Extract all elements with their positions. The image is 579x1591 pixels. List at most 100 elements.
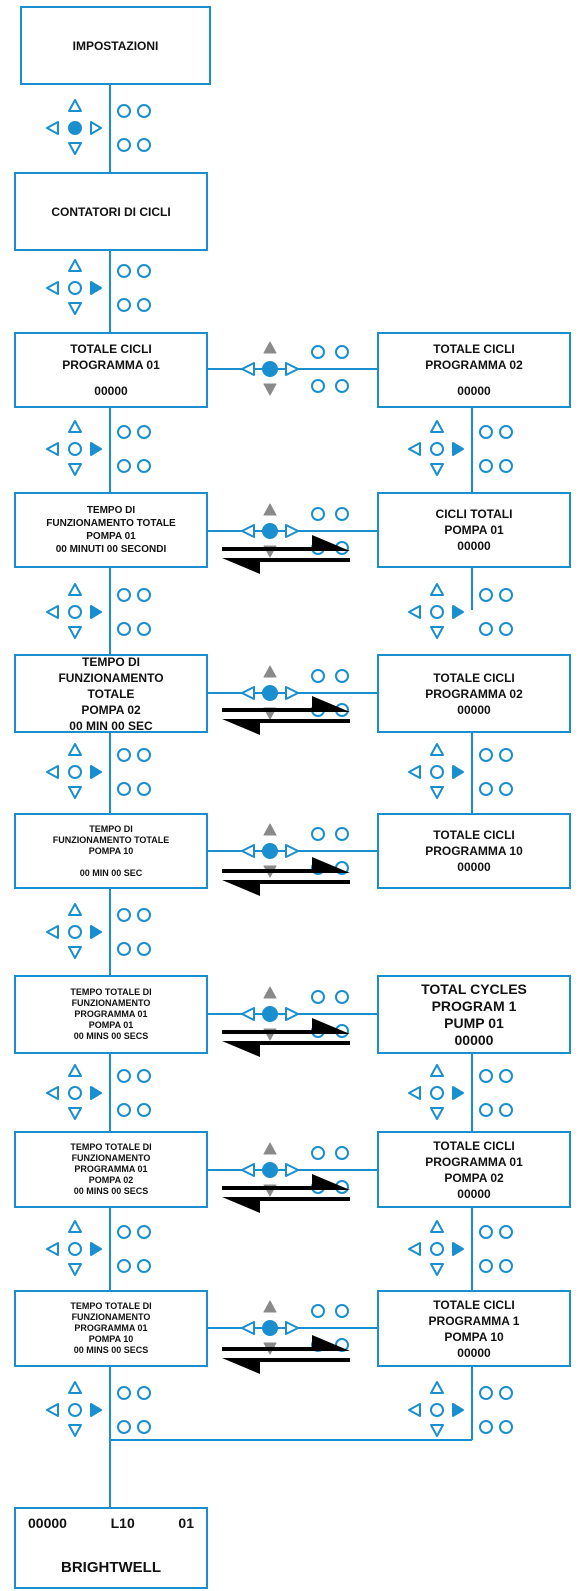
up-arrow-icon (263, 341, 277, 354)
function-button-icon (499, 1103, 513, 1117)
function-button-icon (137, 748, 151, 762)
function-button-icon (499, 1386, 513, 1400)
left-exchange-arrow-icon (222, 558, 350, 574)
down-arrow-icon (68, 626, 82, 639)
left-arrow-icon (46, 1086, 59, 1100)
function-button-icon (499, 1259, 513, 1273)
up-arrow-icon (430, 1220, 444, 1233)
brand-label: BRIGHTWELL (61, 1559, 161, 1576)
down-arrow-icon (430, 626, 444, 639)
function-button-icon (117, 104, 131, 118)
up-arrow-icon (263, 1142, 277, 1155)
right-arrow-icon (90, 1242, 102, 1256)
function-button-icon (137, 264, 151, 278)
up-arrow-icon (68, 1064, 82, 1077)
settings-text: IMPOSTAZIONI (72, 38, 159, 53)
center-button-icon (262, 843, 278, 859)
center-button-icon (430, 1242, 444, 1256)
function-button-icon (479, 425, 493, 439)
center-button-icon (262, 1006, 278, 1022)
function-button-icon (117, 298, 131, 312)
function-button-icon (137, 1225, 151, 1239)
left-arrow-icon (46, 442, 59, 456)
function-button-icon (117, 138, 131, 152)
left-arrow-icon (46, 605, 59, 619)
center-button-icon (430, 1086, 444, 1100)
box-text: TOTALE CICLI PROGRAMMA 02 00000 (425, 342, 523, 398)
function-button-icon (311, 990, 325, 1004)
settings-box: IMPOSTAZIONI (20, 6, 211, 85)
function-button-icon (117, 782, 131, 796)
box-text: TOTALE CICLI PROGRAMMA 01 00000 (62, 342, 160, 398)
total-cycles-program-02-alt-box: TOTALE CICLI PROGRAMMA 02 00000 (377, 654, 571, 733)
function-button-icon (137, 942, 151, 956)
right-arrow-icon (285, 686, 299, 700)
left-arrow-icon (46, 1242, 59, 1256)
up-arrow-icon (430, 420, 444, 433)
level-value: L10 (110, 1515, 135, 1531)
function-button-icon (311, 379, 325, 393)
right-arrow-icon (452, 1403, 464, 1417)
up-arrow-icon (68, 1220, 82, 1233)
up-arrow-icon (263, 823, 277, 836)
function-button-icon (479, 588, 493, 602)
up-arrow-icon (263, 986, 277, 999)
function-button-icon (117, 942, 131, 956)
function-button-icon (499, 782, 513, 796)
left-arrow-icon (241, 844, 255, 858)
function-button-icon (499, 748, 513, 762)
function-button-icon (117, 1069, 131, 1083)
function-button-icon (499, 622, 513, 636)
function-button-icon (479, 622, 493, 636)
function-button-icon (479, 459, 493, 473)
left-exchange-arrow-icon (222, 880, 350, 896)
center-button-icon (68, 1086, 82, 1100)
function-button-icon (479, 1069, 493, 1083)
function-button-icon (479, 1225, 493, 1239)
center-button-icon (430, 1403, 444, 1417)
down-arrow-icon (68, 142, 82, 155)
box-text: TEMPO TOTALE DI FUNZIONAMENTO PROGRAMMA … (70, 1301, 152, 1355)
up-arrow-icon (430, 1381, 444, 1394)
function-button-icon (335, 1304, 349, 1318)
right-exchange-arrow-icon (222, 857, 350, 873)
down-arrow-icon (430, 463, 444, 476)
function-button-icon (335, 345, 349, 359)
function-button-icon (479, 1420, 493, 1434)
function-button-icon (137, 459, 151, 473)
up-arrow-icon (68, 903, 82, 916)
center-button-icon (262, 361, 278, 377)
up-arrow-icon (68, 583, 82, 596)
center-button-icon (262, 685, 278, 701)
function-button-icon (335, 669, 349, 683)
right-arrow-icon (285, 1321, 299, 1335)
down-arrow-icon (430, 1107, 444, 1120)
right-arrow-icon (452, 1242, 464, 1256)
function-button-icon (117, 1420, 131, 1434)
function-button-icon (335, 1146, 349, 1160)
function-button-icon (311, 669, 325, 683)
function-button-icon (335, 507, 349, 521)
function-button-icon (117, 1103, 131, 1117)
right-arrow-icon (452, 1086, 464, 1100)
final-display-top-row: 00000 L10 01 (16, 1515, 206, 1531)
total-run-time-p01-pump02-box: TEMPO TOTALE DI FUNZIONAMENTO PROGRAMMA … (14, 1131, 208, 1208)
left-exchange-arrow-icon (222, 1197, 350, 1213)
box-text: TEMPO DI FUNZIONAMENTO TOTALE POMPA 01 0… (46, 505, 176, 555)
center-button-icon (68, 1403, 82, 1417)
left-arrow-icon (408, 605, 421, 619)
right-arrow-icon (452, 442, 464, 456)
down-arrow-icon (430, 786, 444, 799)
total-run-time-p01-pump01-box: TEMPO TOTALE DI FUNZIONAMENTO PROGRAMMA … (14, 975, 208, 1054)
up-arrow-icon (68, 420, 82, 433)
function-button-icon (117, 622, 131, 636)
right-arrow-icon (285, 362, 299, 376)
box-text: TEMPO DI FUNZIONAMENTO TOTALE POMPA 10 0… (52, 823, 170, 878)
right-arrow-icon (285, 1163, 299, 1177)
function-button-icon (117, 908, 131, 922)
right-exchange-arrow-icon (222, 1018, 350, 1034)
center-button-icon (68, 605, 82, 619)
box-text: TOTALE CICLI PROGRAMMA 1 POMPA 10 00000 (428, 1297, 520, 1360)
down-arrow-icon (68, 786, 82, 799)
up-arrow-icon (263, 1300, 277, 1313)
